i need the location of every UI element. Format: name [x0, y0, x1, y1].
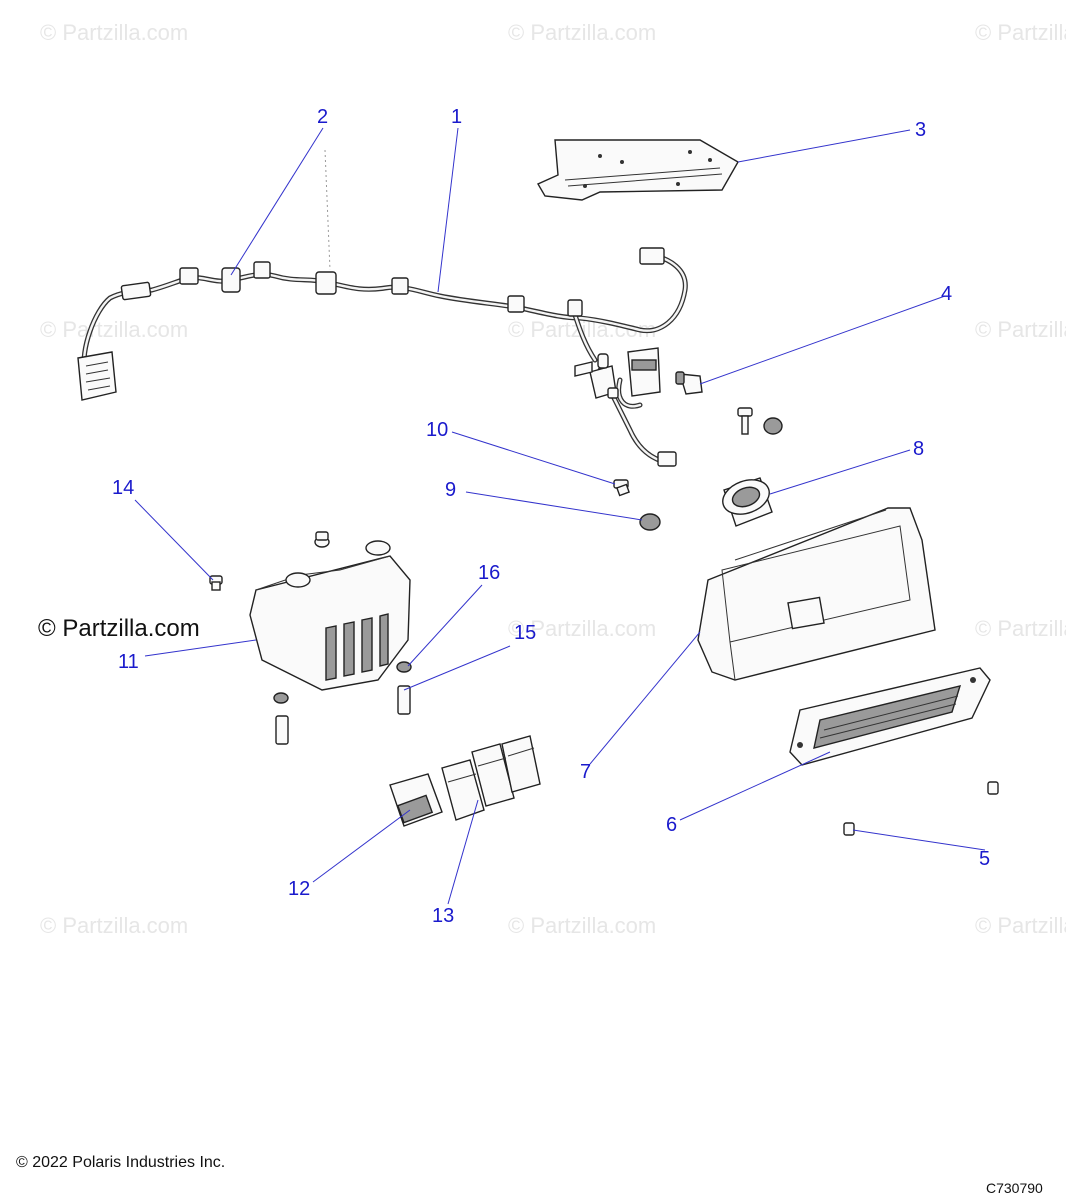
leader-lines — [134, 127, 986, 905]
watermark-text: © Partzilla.com — [40, 913, 188, 938]
callout-3[interactable]: 3 — [915, 119, 926, 141]
copyright-text: © 2022 Polaris Industries Inc. — [16, 1154, 225, 1171]
diagram-code: C730790 — [986, 1180, 1043, 1196]
callout-7[interactable]: 7 — [580, 761, 591, 783]
watermark-text: © Partzilla.com — [975, 913, 1066, 938]
part-rocker-switches[interactable] — [389, 735, 541, 827]
part-mounting-plate[interactable] — [537, 139, 739, 201]
part-housing[interactable] — [697, 507, 936, 681]
part-clip[interactable] — [675, 371, 703, 395]
part-switch-bracket[interactable] — [249, 531, 411, 691]
part-screws-bezel[interactable] — [843, 781, 999, 836]
part-grommet[interactable] — [718, 474, 774, 527]
callout-5[interactable]: 5 — [979, 848, 990, 870]
brand-label: © Partzilla.com — [38, 615, 200, 642]
watermark-text: © Partzilla.com — [40, 317, 188, 342]
callout-9[interactable]: 9 — [445, 479, 456, 501]
callout-16[interactable]: 16 — [478, 562, 500, 584]
callout-2[interactable]: 2 — [317, 106, 328, 128]
watermark-text: © Partzilla.com — [508, 20, 656, 45]
callout-6[interactable]: 6 — [666, 814, 677, 836]
callout-4[interactable]: 4 — [941, 283, 952, 305]
part-fasteners-lower[interactable] — [209, 575, 412, 745]
callout-14[interactable]: 14 — [112, 477, 134, 499]
watermark-layer: © Partzilla.com © Partzilla.com © Partzi… — [40, 20, 1066, 938]
part-screws-upper[interactable] — [613, 407, 783, 531]
callout-13[interactable]: 13 — [432, 905, 454, 927]
part-wiring-harness[interactable] — [77, 149, 688, 467]
callout-1[interactable]: 1 — [451, 106, 462, 128]
callout-15[interactable]: 15 — [514, 622, 536, 644]
callout-10[interactable]: 10 — [426, 419, 448, 441]
callout-labels: 1 2 3 4 5 6 7 8 9 10 11 12 13 14 15 16 — [112, 106, 990, 927]
watermark-text: © Partzilla.com — [40, 20, 188, 45]
callout-8[interactable]: 8 — [913, 438, 924, 460]
watermark-text: © Partzilla.com — [975, 317, 1066, 342]
callout-11[interactable]: 11 — [118, 651, 139, 673]
watermark-text: © Partzilla.com — [975, 20, 1066, 45]
part-bezel[interactable] — [789, 667, 991, 766]
callout-12[interactable]: 12 — [288, 878, 310, 900]
watermark-text: © Partzilla.com — [508, 616, 656, 641]
watermark-text: © Partzilla.com — [975, 616, 1066, 641]
watermark-text: © Partzilla.com — [508, 913, 656, 938]
